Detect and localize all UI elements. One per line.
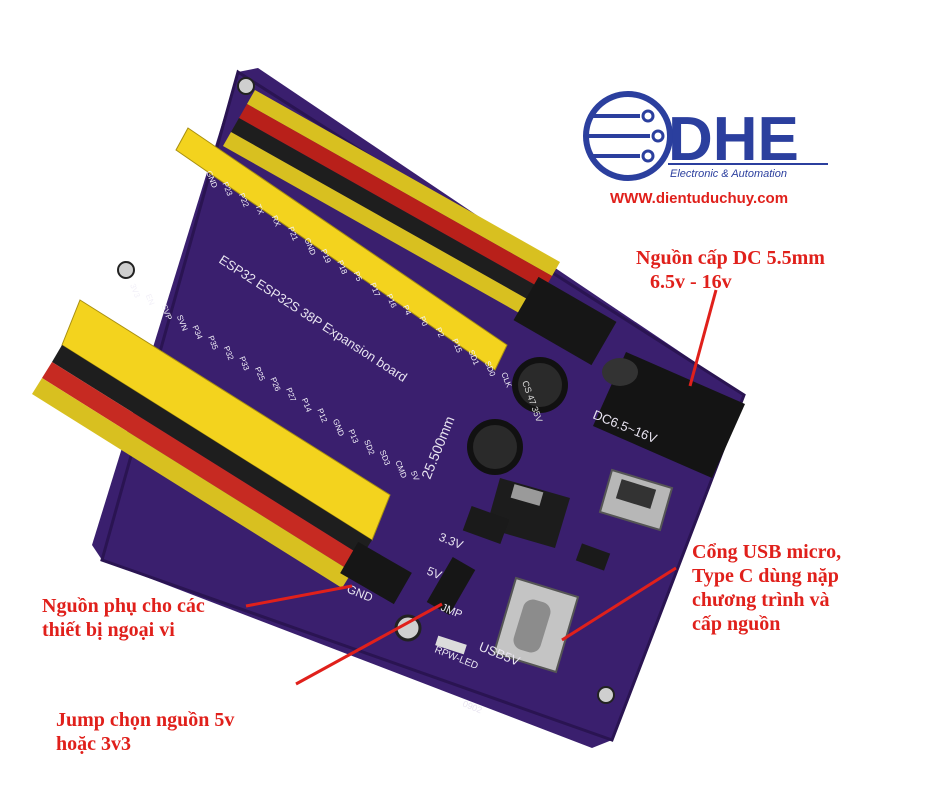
pin-label: P0 (417, 315, 429, 328)
pin-label: RX (270, 214, 283, 228)
usb-line3: chương trình và (692, 589, 830, 611)
usb-annotation: Cổng USB micro, Type C dùng nặp chương t… (692, 540, 841, 636)
annotation-arrows (245, 289, 718, 686)
dhe-logo-mark (583, 91, 673, 181)
usb-type-c-port (492, 576, 580, 674)
pin-label: P2 (434, 326, 446, 339)
pin-label: EN (144, 293, 157, 307)
usb-line1: Cổng USB micro, (692, 541, 842, 563)
bottom-header-rows (32, 299, 391, 588)
aux-power-annotation: Nguồn phụ cho các thiết bị ngoại vi (42, 594, 205, 642)
logo-website: WWW.dientuduchuy.com (610, 190, 788, 207)
capacitor-2 (467, 419, 523, 475)
pcb-board (92, 68, 744, 748)
top-header-rows (175, 90, 560, 371)
dc-jack (593, 352, 745, 478)
jumper-line1: Jump chọn nguồn 5v (56, 709, 235, 731)
jumper-annotation: Jump chọn nguồn 5v hoặc 3v3 (56, 708, 234, 756)
pin-label: 5V (409, 470, 421, 483)
dc-power-line2: 6.5v - 16v (650, 271, 732, 293)
dc-power-annotation: Nguồn cấp DC 5.5mm 6.5v - 16v (636, 246, 825, 294)
capacitor-1 (512, 357, 568, 413)
jumper-line2: hoặc 3v3 (56, 733, 131, 755)
v5-label: 5V (425, 564, 444, 582)
usb-line2: Type C dùng nặp (692, 565, 839, 587)
aux-power-line2: thiết bị ngoại vi (42, 619, 175, 641)
pin-label: P5 (352, 270, 364, 283)
usb-line4: cấp nguồn (692, 613, 781, 635)
pin-label: P4 (401, 304, 413, 317)
pin-label: 3V3 (128, 282, 142, 299)
dc-power-line1: Nguồn cấp DC 5.5mm (636, 247, 825, 269)
logo-brand: DHE (668, 105, 799, 174)
logo-tagline: Electronic & Automation (670, 168, 787, 180)
aux-power-line1: Nguồn phụ cho các (42, 595, 205, 617)
pin-label: TX (253, 203, 265, 216)
micro-usb-port (598, 468, 674, 532)
